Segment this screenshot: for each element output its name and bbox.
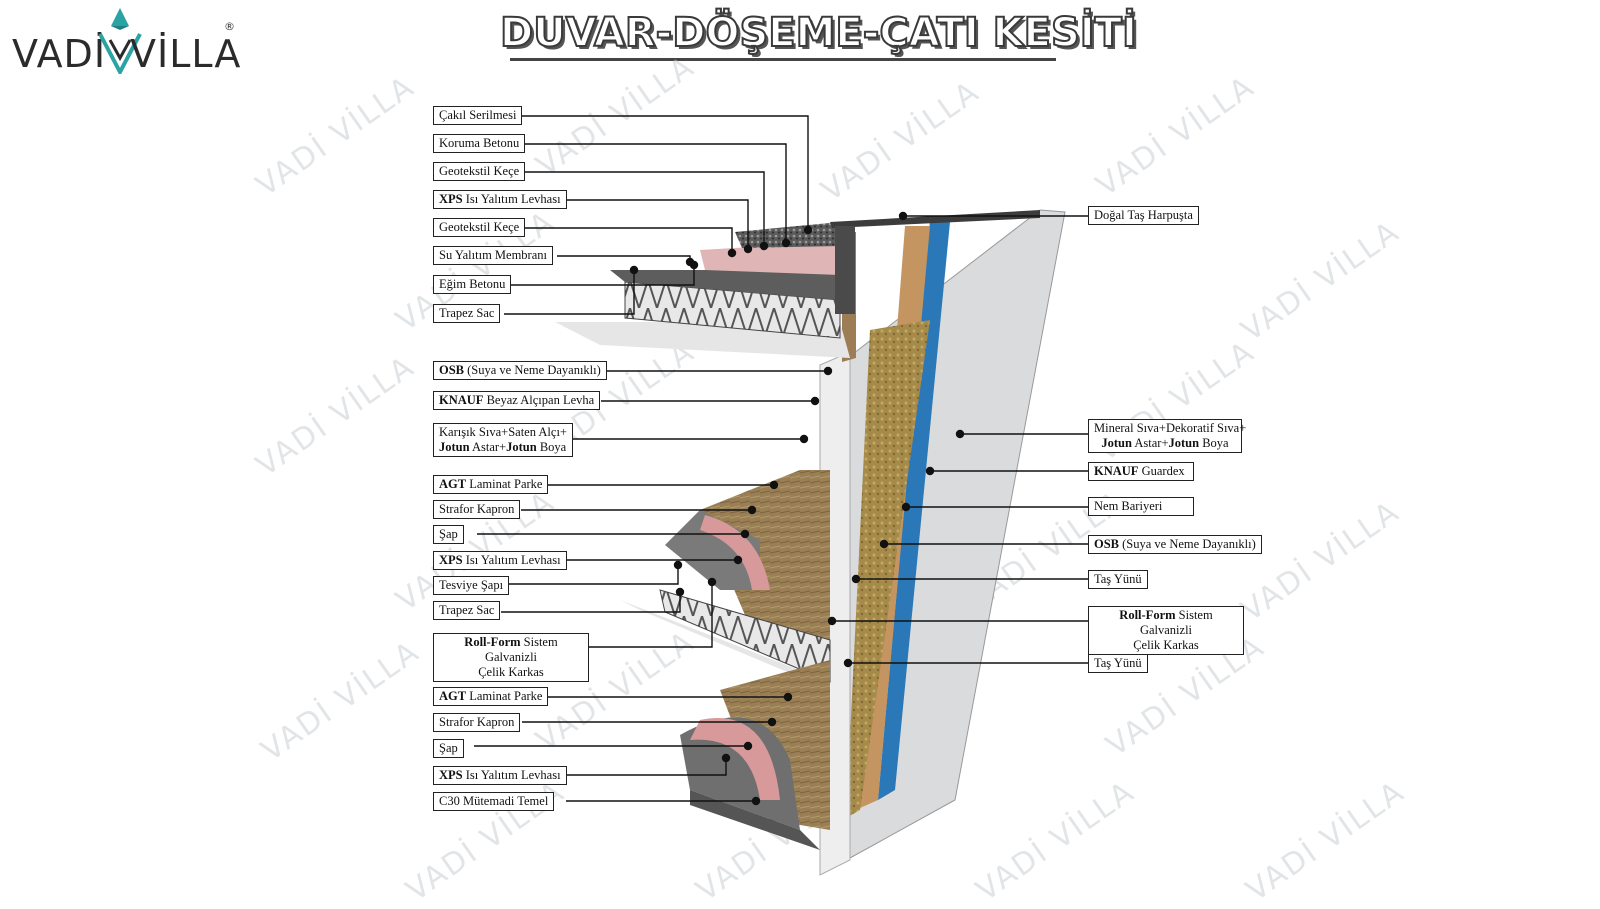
roof-gravel — [735, 222, 840, 248]
label-agt-parke-2: AGT Laminat Parke — [433, 687, 549, 706]
leader-dot — [769, 480, 779, 490]
leader-dot — [747, 505, 757, 515]
label-tas-yunu-2: Taş Yünü — [1088, 654, 1148, 673]
label-strafor-kapron-1: Strafor Kapron — [433, 500, 521, 519]
leader-line — [520, 115, 809, 230]
leader-line — [566, 758, 727, 776]
leader-line — [520, 171, 765, 246]
label-osb-inner: OSB (Suya ve Neme Dayanıklı) — [433, 361, 607, 380]
leader-dot — [743, 741, 753, 751]
leader-line — [501, 565, 679, 585]
stone-wool — [846, 320, 930, 818]
leader-line — [557, 255, 691, 262]
leader-dot — [955, 429, 965, 439]
leader-line — [504, 265, 695, 286]
label-knauf-alcipan: KNAUF Beyaz Alçıpan Levha — [433, 391, 601, 410]
parapet-cap — [830, 210, 1040, 228]
leader-dot — [751, 796, 761, 806]
label-karisik-siva: Karışık Sıva+Saten Alçı+ Jotun Astar+Jot… — [433, 423, 573, 457]
leader-dot — [810, 396, 820, 406]
leader-dot — [898, 211, 908, 221]
label-sap-1: Şap — [433, 525, 464, 544]
label-geotekstil-kece-1: Geotekstil Keçe — [433, 162, 526, 181]
leader-dot — [743, 244, 753, 254]
guardex-layer — [878, 220, 950, 800]
leader-line — [520, 143, 787, 243]
leader-dot — [740, 529, 750, 539]
roof-truss — [624, 281, 841, 339]
page-title: DUVAR-DÖŞEME-ÇATI KESİTİ — [499, 9, 1138, 57]
label-su-yalitim: Su Yalıtım Membranı — [433, 246, 553, 265]
title-underline — [510, 58, 1056, 61]
leader-dot — [707, 577, 717, 587]
leader-dot — [901, 502, 911, 512]
label-agt-parke-1: AGT Laminat Parke — [433, 475, 549, 494]
leader-dot — [925, 466, 935, 476]
vadi-villa-logo: VADİ VİLLA ® — [10, 6, 240, 76]
logo-text-left: VADİ — [12, 32, 107, 76]
leader-dot — [799, 434, 809, 444]
leader-dot — [823, 366, 833, 376]
floor1-parquet — [700, 470, 830, 650]
label-roll-form-1: Roll-Form Sistem Galvanizli Çelik Karkas — [433, 633, 589, 682]
leader-dot — [767, 717, 777, 727]
logo-text-right: VİLLA — [130, 32, 242, 76]
label-sap-2: Şap — [433, 739, 464, 758]
leader-dot — [781, 238, 791, 248]
label-egim-betonu: Eğim Betonu — [433, 275, 512, 294]
label-mineral-siva: Mineral Sıva+Dekoratif Sıva+ Jotun Astar… — [1088, 419, 1246, 453]
label-nem-bariyeri: Nem Bariyeri — [1088, 497, 1194, 516]
label-dogal-tas-harpusta: Doğal Taş Harpuşta — [1088, 206, 1199, 225]
leader-dot — [759, 241, 769, 251]
label-koruma-betonu: Koruma Betonu — [433, 134, 526, 153]
label-xps-roof: XPS Isı Yalıtım Levhası — [433, 190, 567, 209]
leader-dot — [733, 555, 743, 565]
label-tas-yunu-1: Taş Yünü — [1088, 570, 1148, 589]
leader-dot — [783, 692, 793, 702]
label-strafor-kapron-2: Strafor Kapron — [433, 713, 521, 732]
label-geotekstil-kece-2: Geotekstil Keçe — [433, 218, 526, 237]
label-xps-floor1: XPS Isı Yalıtım Levhası — [433, 551, 567, 570]
floor1-white — [620, 600, 830, 690]
floor0-xps — [690, 717, 780, 800]
logo-mark-icon — [98, 8, 142, 74]
leader-dot — [675, 587, 685, 597]
leader-dot — [851, 574, 861, 584]
roof-slope — [610, 270, 840, 300]
leader-line — [504, 270, 635, 315]
label-c30-temel: C30 Mütemadi Temel — [433, 792, 555, 811]
label-knauf-guardex: KNAUF Guardex — [1088, 462, 1194, 481]
label-roll-form-2: Roll-Form Sistem Galvanizli Çelik Karkas — [1088, 606, 1244, 655]
foundation — [690, 790, 820, 850]
label-trapez-sac-2: Trapez Sac — [433, 601, 501, 620]
label-cakil-serilmesi: Çakıl Serilmesi — [433, 106, 523, 125]
label-xps-ground: XPS Isı Yalıtım Levhası — [433, 766, 567, 785]
leader-line — [520, 227, 733, 253]
leader-dot — [689, 260, 699, 270]
leader-line — [556, 199, 749, 249]
label-trapez-sac-1: Trapez Sac — [433, 304, 501, 323]
leader-dot — [629, 265, 639, 275]
leader-dot — [879, 539, 889, 549]
leader-line — [589, 582, 713, 648]
leader-dot — [803, 225, 813, 235]
leader-dot — [721, 753, 731, 763]
parapet-block — [835, 226, 855, 314]
label-tesviye-sapi: Tesviye Şapı — [433, 576, 510, 595]
leader-dot — [827, 616, 837, 626]
leader-dot — [727, 248, 737, 258]
leader-line — [501, 592, 681, 613]
registered-mark: ® — [224, 20, 235, 33]
leader-dot — [673, 560, 683, 570]
label-osb-outer: OSB (Suya ve Neme Dayanıklı) — [1088, 535, 1262, 554]
leader-dot — [843, 658, 853, 668]
